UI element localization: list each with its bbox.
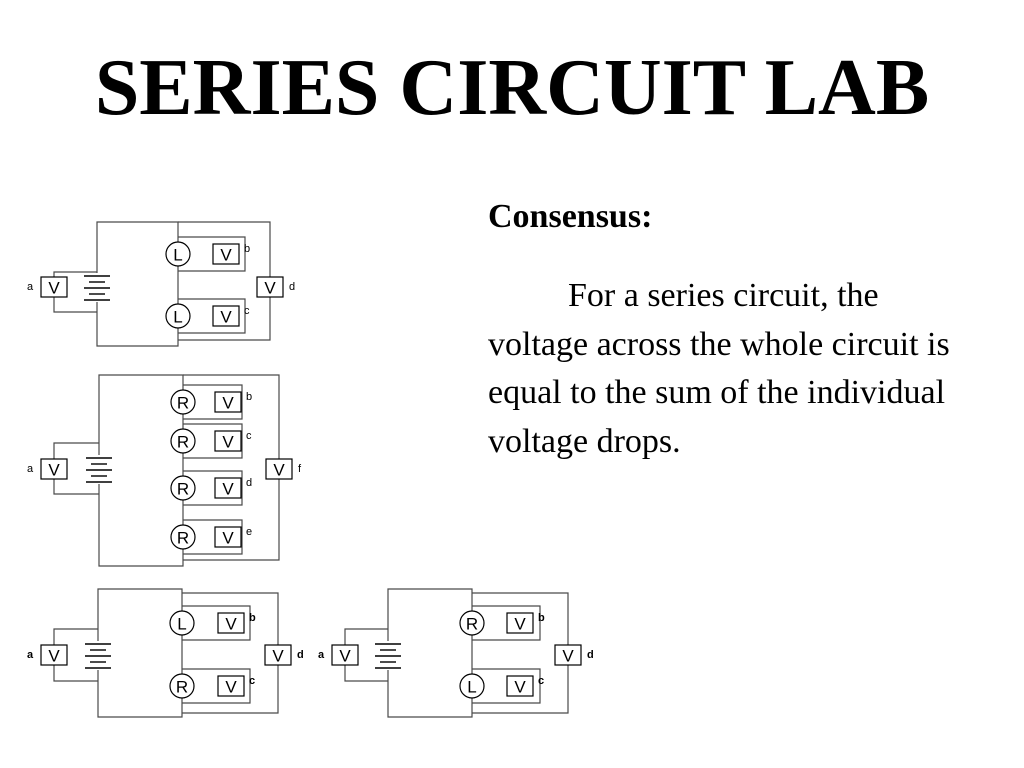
four-resistor-circuit-load-4-symbol: R xyxy=(177,529,189,548)
two-lamp-circuit-load-1 xyxy=(165,241,191,267)
resistor-lamp-circuit-load-1-symbol: R xyxy=(466,615,478,634)
four-resistor-circuit-load-1 xyxy=(170,389,196,415)
resistor-lamp-circuit-load-voltmeter-1-symbol: V xyxy=(514,615,526,634)
four-resistor-circuit-supply-voltmeter-symbol: V xyxy=(48,461,60,480)
two-lamp-circuit-load-voltmeter-1 xyxy=(212,243,240,265)
two-lamp-circuit-battery xyxy=(84,275,110,301)
resistor-lamp-circuit-load-2 xyxy=(459,673,485,699)
resistor-lamp-circuit-load-2-symbol: L xyxy=(467,678,476,697)
four-resistor-circuit-load-1-symbol: R xyxy=(177,394,189,413)
resistor-lamp-circuit-label-b: b xyxy=(538,612,545,624)
resistor-lamp-circuit-total-voltmeter xyxy=(554,644,582,666)
resistor-lamp-circuit-load-voltmeter-1 xyxy=(506,612,534,634)
resistor-lamp-circuit-supply-voltmeter xyxy=(331,644,359,666)
four-resistor-circuit-label-e: e xyxy=(246,526,252,538)
two-lamp-circuit-total-voltmeter-symbol: V xyxy=(264,279,276,298)
lamp-resistor-circuit-load-voltmeter-2-symbol: V xyxy=(225,678,237,697)
two-lamp-circuit-load-2-symbol: L xyxy=(173,308,182,327)
four-resistor-circuit-load-2 xyxy=(170,428,196,454)
four-resistor-circuit-label-c: c xyxy=(246,430,252,442)
four-resistor-circuit-load-voltmeter-2-symbol: V xyxy=(222,433,234,452)
four-resistor-circuit-load-4 xyxy=(170,524,196,550)
two-lamp-circuit-supply-voltmeter-symbol: V xyxy=(48,279,60,298)
lamp-resistor-circuit-load-voltmeter-1-symbol: V xyxy=(225,615,237,634)
lamp-resistor-circuit-load-1 xyxy=(169,610,195,636)
four-resistor-circuit-total-voltmeter xyxy=(265,458,293,480)
lamp-resistor-circuit-load-voltmeter-2 xyxy=(217,675,245,697)
two-lamp-circuit-load-voltmeter-2 xyxy=(212,305,240,327)
lamp-resistor-circuit-battery xyxy=(85,643,111,669)
four-resistor-circuit-load-voltmeter-3 xyxy=(214,477,242,499)
two-lamp-circuit-label-b: b xyxy=(244,243,250,255)
lamp-resistor-circuit-total-voltmeter xyxy=(264,644,292,666)
slide-title: SERIES CIRCUIT LAB xyxy=(94,44,930,132)
two-lamp-circuit-load-voltmeter-1-symbol: V xyxy=(220,246,232,265)
four-resistor-circuit-load-voltmeter-3-symbol: V xyxy=(222,480,234,499)
four-resistor-circuit-label-total: f xyxy=(298,463,302,475)
lamp-resistor-circuit-label-c: c xyxy=(249,675,255,687)
four-resistor-circuit-load-voltmeter-4-symbol: V xyxy=(222,529,234,548)
resistor-lamp-circuit-supply-voltmeter-symbol: V xyxy=(339,647,351,666)
four-resistor-circuit-load-voltmeter-1-symbol: V xyxy=(222,394,234,413)
four-resistor-circuit-load-3 xyxy=(170,475,196,501)
two-lamp-circuit-total-voltmeter xyxy=(256,276,284,298)
four-resistor-circuit-total-voltmeter-symbol: V xyxy=(273,461,285,480)
lamp-resistor-circuit-supply-voltmeter-symbol: V xyxy=(48,647,60,666)
resistor-lamp-circuit-label-a: a xyxy=(318,649,325,661)
lamp-resistor-circuit-load-voltmeter-1 xyxy=(217,612,245,634)
lamp-resistor-circuit-total-voltmeter-symbol: V xyxy=(272,647,284,666)
two-lamp-circuit-load-1-symbol: L xyxy=(173,246,182,265)
four-resistor-circuit-label-a: a xyxy=(27,463,34,475)
two-lamp-circuit-label-total: d xyxy=(289,281,295,293)
lamp-resistor-circuit-label-a: a xyxy=(27,649,34,661)
four-resistor-circuit-load-voltmeter-1 xyxy=(214,391,242,413)
resistor-lamp-circuit-battery xyxy=(375,643,401,669)
four-resistor-circuit-battery xyxy=(86,457,112,483)
lamp-resistor-circuit-load-1-symbol: L xyxy=(177,615,186,634)
resistor-lamp-circuit-label-total: d xyxy=(587,649,594,661)
four-resistor-circuit-label-b: b xyxy=(246,391,252,403)
resistor-lamp-circuit-load-voltmeter-2 xyxy=(506,675,534,697)
lamp-resistor-circuit-label-b: b xyxy=(249,612,256,624)
consensus-text: For a series circuit, the voltage across… xyxy=(488,277,950,460)
two-lamp-circuit-label-a: a xyxy=(27,281,34,293)
lamp-resistor-circuit-load-2-symbol: R xyxy=(176,678,188,697)
four-resistor-circuit-load-voltmeter-2 xyxy=(214,430,242,452)
resistor-lamp-circuit-total-voltmeter-symbol: V xyxy=(562,647,574,666)
four-resistor-circuit-load-2-symbol: R xyxy=(177,433,189,452)
two-lamp-circuit-load-2 xyxy=(165,303,191,329)
four-resistor-circuit-load-voltmeter-4 xyxy=(214,526,242,548)
two-lamp-circuit-load-voltmeter-2-symbol: V xyxy=(220,308,232,327)
four-resistor-circuit-load-3-symbol: R xyxy=(177,480,189,499)
four-resistor-circuit-supply-voltmeter xyxy=(40,458,68,480)
consensus-heading: Consensus: xyxy=(488,198,653,235)
lamp-resistor-circuit-load-2 xyxy=(169,673,195,699)
two-lamp-circuit-supply-voltmeter xyxy=(40,276,68,298)
lamp-resistor-circuit-supply-voltmeter xyxy=(40,644,68,666)
resistor-lamp-circuit-load-voltmeter-2-symbol: V xyxy=(514,678,526,697)
lamp-resistor-circuit-label-total: d xyxy=(297,649,304,661)
resistor-lamp-circuit-load-1 xyxy=(459,610,485,636)
four-resistor-circuit-label-d: d xyxy=(246,477,252,489)
resistor-lamp-circuit-label-c: c xyxy=(538,675,544,687)
two-lamp-circuit-label-c: c xyxy=(244,305,250,317)
